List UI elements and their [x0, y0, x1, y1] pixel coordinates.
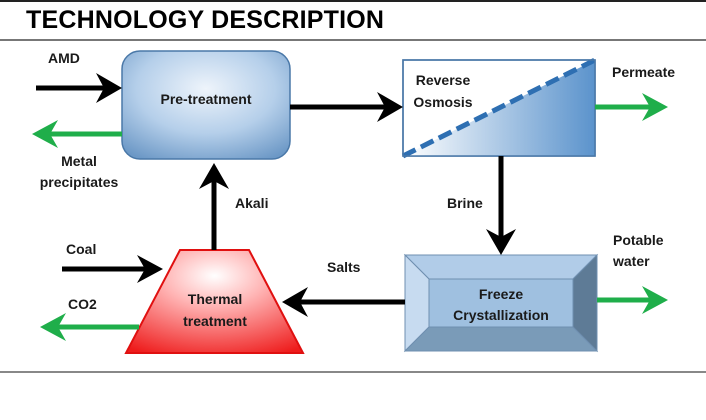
freeze-label-line2: Crystallization: [453, 307, 549, 323]
metal-label-line1: Metal: [61, 153, 97, 169]
brine-label: Brine: [447, 195, 483, 211]
co2-output-arrow: [40, 313, 139, 341]
pretreatment-to-ro-arrow: [290, 92, 403, 122]
coal-input-arrow: [62, 255, 163, 283]
salts-arrow: [282, 287, 405, 317]
metal-precipitates-output-arrow: [32, 120, 122, 148]
title-divider: [0, 39, 706, 41]
akali-label: Akali: [235, 195, 268, 211]
potable-water-output-arrow: [597, 286, 668, 314]
membrane-dashed-line: [401, 57, 597, 159]
salts-label: Salts: [327, 259, 361, 275]
coal-label: Coal: [66, 241, 96, 257]
permeate-label: Permeate: [612, 64, 675, 80]
potable-label-line2: water: [612, 253, 650, 269]
amd-input-arrow: [36, 73, 122, 103]
top-rule: [0, 0, 706, 2]
freeze-crystallization-node: Freeze Crystallization: [403, 253, 599, 353]
amd-label: AMD: [48, 50, 80, 66]
pretreatment-node: Pre-treatment: [121, 50, 291, 160]
thermal-treatment-node: Thermal treatment: [124, 249, 305, 354]
permeate-output-arrow: [595, 93, 668, 121]
bottom-divider: [0, 371, 706, 373]
page-title: TECHNOLOGY DESCRIPTION: [26, 6, 385, 34]
ro-label-line2: Osmosis: [413, 94, 472, 110]
brine-arrow: [486, 156, 516, 255]
freeze-label-line1: Freeze: [479, 286, 524, 302]
co2-label: CO2: [68, 296, 97, 312]
thermal-label-line1: Thermal: [188, 291, 242, 307]
pretreatment-label: Pre-treatment: [160, 91, 251, 107]
thermal-label-line2: treatment: [183, 313, 247, 329]
akali-arrow: [199, 163, 229, 250]
ro-label-line1: Reverse: [416, 72, 471, 88]
reverse-osmosis-node: Reverse Osmosis: [401, 57, 597, 159]
potable-label-line1: Potable: [613, 232, 664, 248]
metal-label-line2: precipitates: [40, 174, 119, 190]
